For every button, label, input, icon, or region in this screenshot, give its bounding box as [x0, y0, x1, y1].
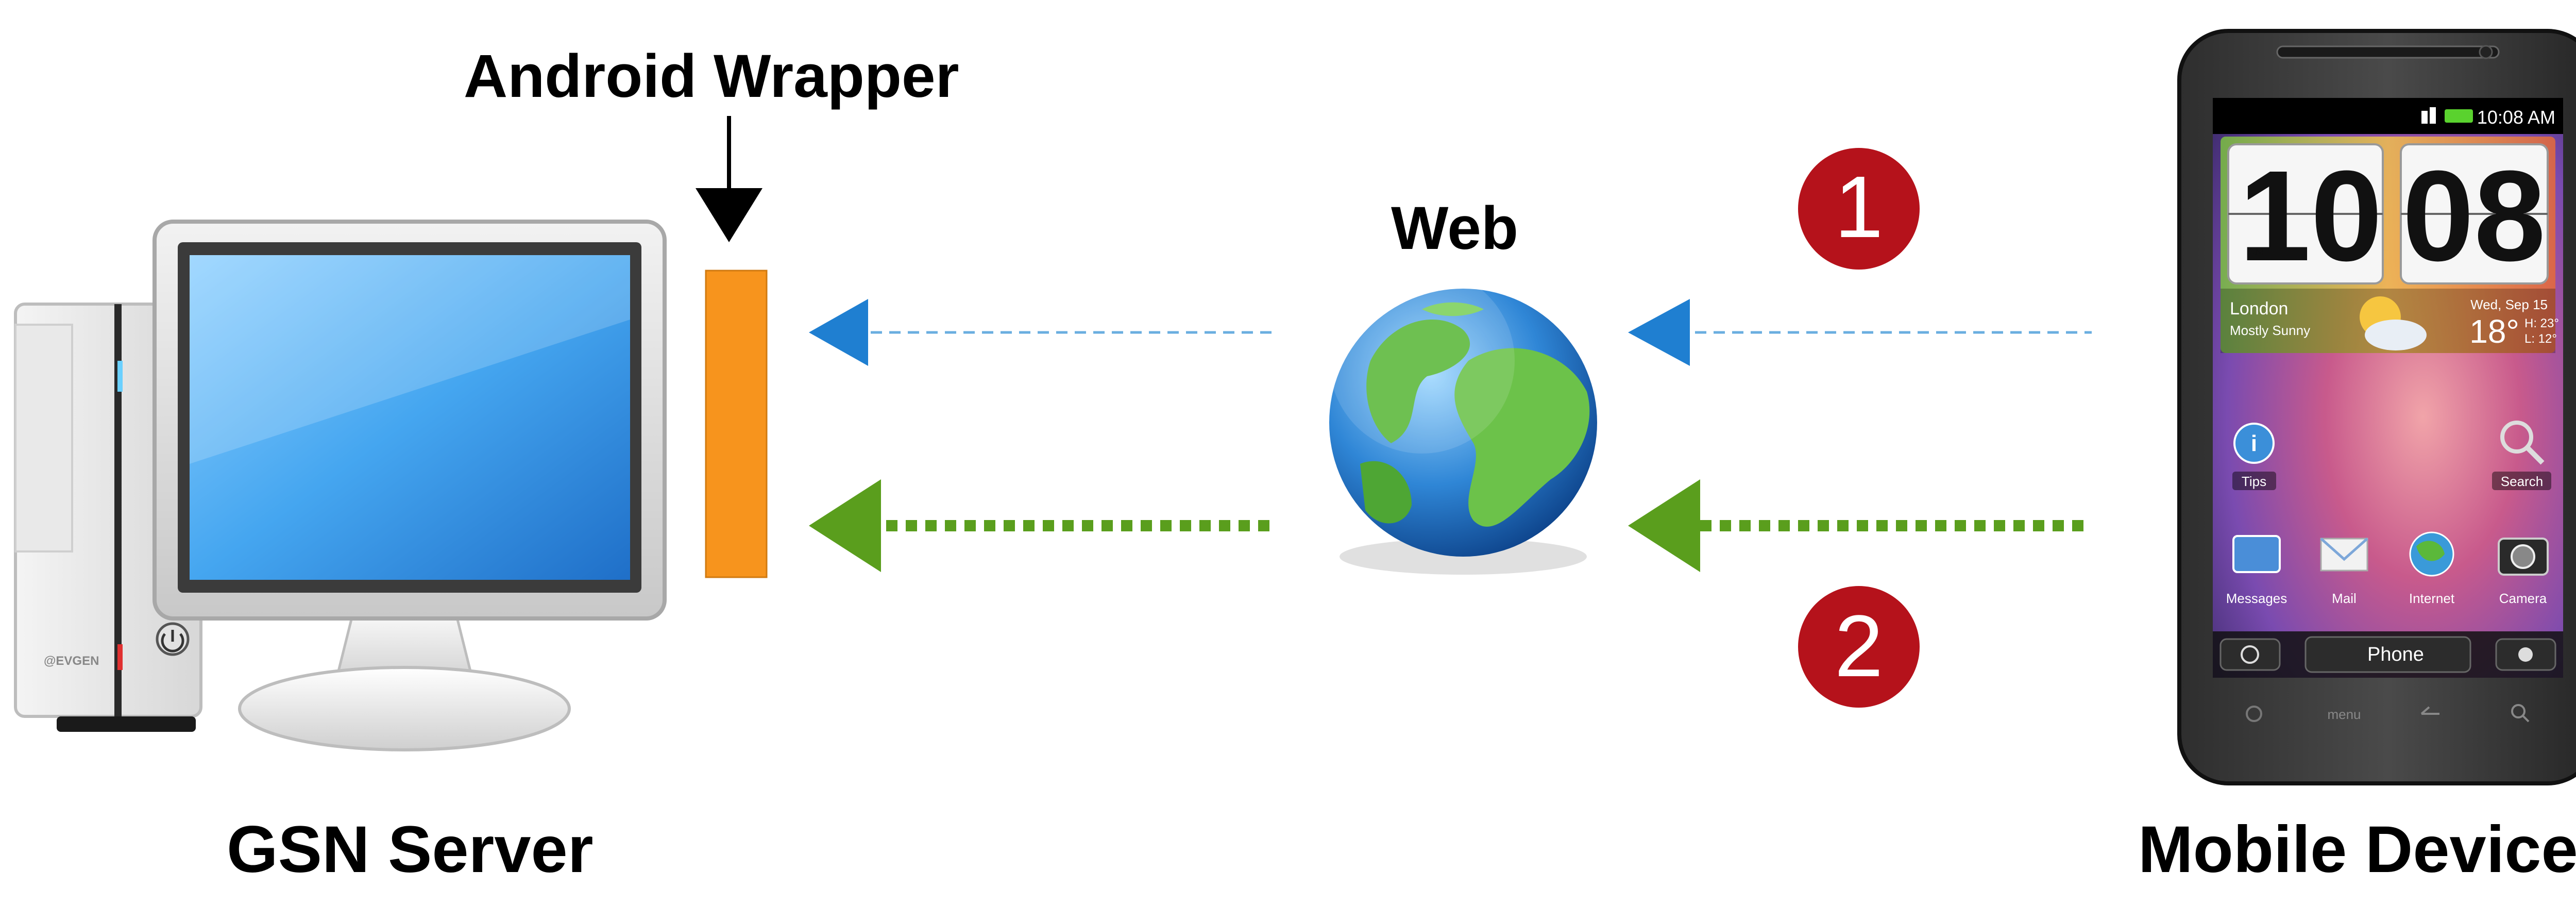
response-arrow-left [809, 479, 1278, 572]
menu-key-label[interactable]: menu [2327, 707, 2361, 722]
web-label: Web [1391, 194, 1518, 262]
android-wrapper-label: Android Wrapper [464, 42, 959, 110]
dock-home-button[interactable] [2219, 638, 2281, 671]
app-label-search: Search [2501, 474, 2543, 489]
dock-phone-label: Phone [2367, 644, 2424, 665]
svg-text:i: i [2251, 431, 2257, 456]
weather-high: H: 23° [2524, 316, 2559, 330]
mobile-device-phone: 10:08 AM 10 AM 08 London Mostly Sunny We… [2177, 29, 2576, 785]
app-label-messages: Messages [2226, 591, 2287, 606]
globe-icon [1329, 268, 1597, 575]
gsn-server-computer-icon: @EVGEN [14, 220, 667, 751]
step-2-badge: 2 [1798, 586, 1920, 708]
request-arrow-right [1628, 299, 2092, 366]
app-label-tips: Tips [2242, 474, 2266, 489]
step-2-number: 2 [1835, 597, 1884, 695]
messages-icon[interactable] [2232, 535, 2281, 573]
step-1-badge: 1 [1798, 148, 1920, 270]
clock-minute: 08 [2402, 144, 2546, 288]
app-label-camera: Camera [2499, 591, 2547, 606]
wrapper-pointer-arrowhead [696, 188, 762, 242]
mobile-device-label: Mobile Device [2138, 813, 2576, 886]
status-time: 10:08 AM [2477, 107, 2555, 128]
app-label-internet: Internet [2409, 591, 2455, 606]
computer-brand-text: @EVGEN [44, 654, 99, 668]
wrapper-block [705, 270, 768, 578]
clock-hour: 10 [2239, 144, 2382, 288]
cloud-icon [2365, 320, 2427, 350]
weather-temperature: 18° [2469, 313, 2519, 350]
app-label-mail: Mail [2332, 591, 2357, 606]
request-arrow-left [809, 299, 1278, 366]
weather-city: London [2230, 299, 2288, 319]
tips-icon[interactable] [2233, 423, 2275, 464]
response-arrow-right [1628, 479, 2092, 572]
step-1-number: 1 [1835, 158, 1884, 256]
home-key-icon[interactable] [2246, 706, 2262, 722]
monitor-screen [190, 255, 630, 580]
clock-am: AM [2247, 245, 2264, 258]
back-key-icon[interactable] [2420, 706, 2439, 715]
weather-condition: Mostly Sunny [2230, 323, 2310, 338]
weather-low: L: 12° [2524, 332, 2557, 346]
weather-date: Wed, Sep 15 [2470, 297, 2548, 312]
speaker-grille [2276, 45, 2500, 59]
android-wrapper [696, 116, 768, 578]
front-camera [2479, 45, 2493, 59]
search-key-icon[interactable] [2511, 704, 2526, 718]
search-icon[interactable] [2500, 421, 2533, 454]
dock-phone-button[interactable] [2304, 636, 2471, 673]
gsn-server-label: GSN Server [227, 813, 594, 886]
